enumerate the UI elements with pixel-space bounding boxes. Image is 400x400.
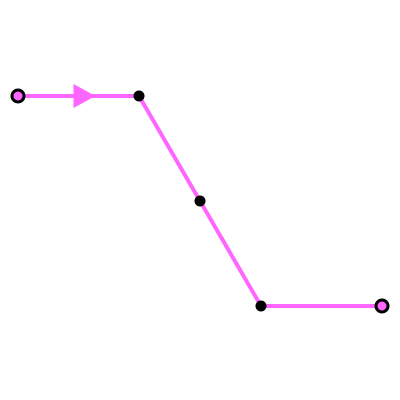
direction-arrow-icon: [73, 84, 96, 108]
path-segment-2: [137, 94, 202, 203]
vertex-3: [255, 300, 267, 312]
start-endpoint: [10, 88, 26, 104]
nodes-layer: [10, 88, 390, 314]
vertex-2: [194, 195, 206, 207]
arrows-layer: [73, 84, 96, 108]
edges-layer: [16, 94, 384, 308]
path-segment-3: [198, 199, 263, 308]
end-endpoint: [374, 298, 390, 314]
vertex-1: [133, 90, 145, 102]
